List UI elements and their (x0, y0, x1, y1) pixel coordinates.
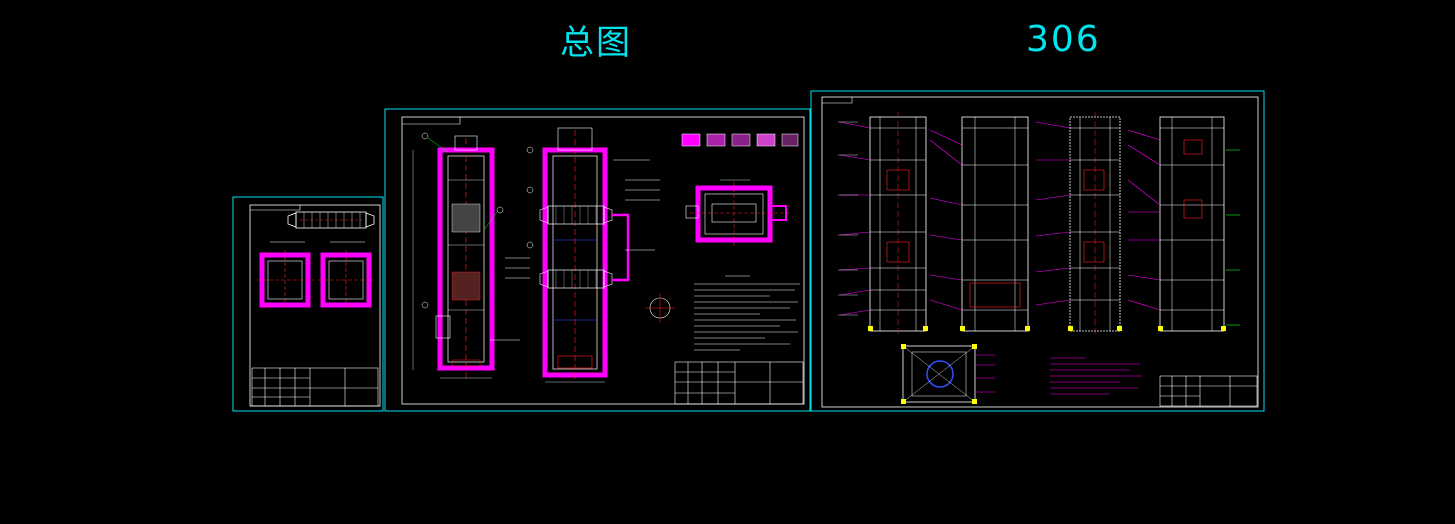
technical-notes (694, 275, 800, 351)
tower-section-right (526, 127, 675, 383)
sheet-main[interactable] (384, 108, 811, 412)
sheet-small[interactable] (232, 196, 384, 412)
drawing-title-general: 总图 (560, 23, 632, 63)
elevation-frame-3 (1035, 112, 1122, 336)
sheet-elevations[interactable] (810, 90, 1265, 412)
elevation-frame-1 (838, 112, 928, 336)
title-block-elevations (1159, 375, 1258, 407)
elevation-notes (1050, 357, 1142, 395)
section-b (318, 250, 374, 310)
tower-section-left (412, 132, 530, 379)
vessel-plan-top (287, 211, 375, 229)
plan-section (685, 179, 790, 246)
section-a (257, 250, 313, 310)
title-block-small (251, 367, 379, 407)
elevation-frame-4 (1127, 116, 1240, 332)
title-block-main (674, 361, 804, 405)
material-legend (681, 133, 799, 147)
drawing-number: 306 (1026, 19, 1101, 60)
elevation-frame-2 (929, 116, 1030, 332)
base-plan (901, 344, 995, 404)
